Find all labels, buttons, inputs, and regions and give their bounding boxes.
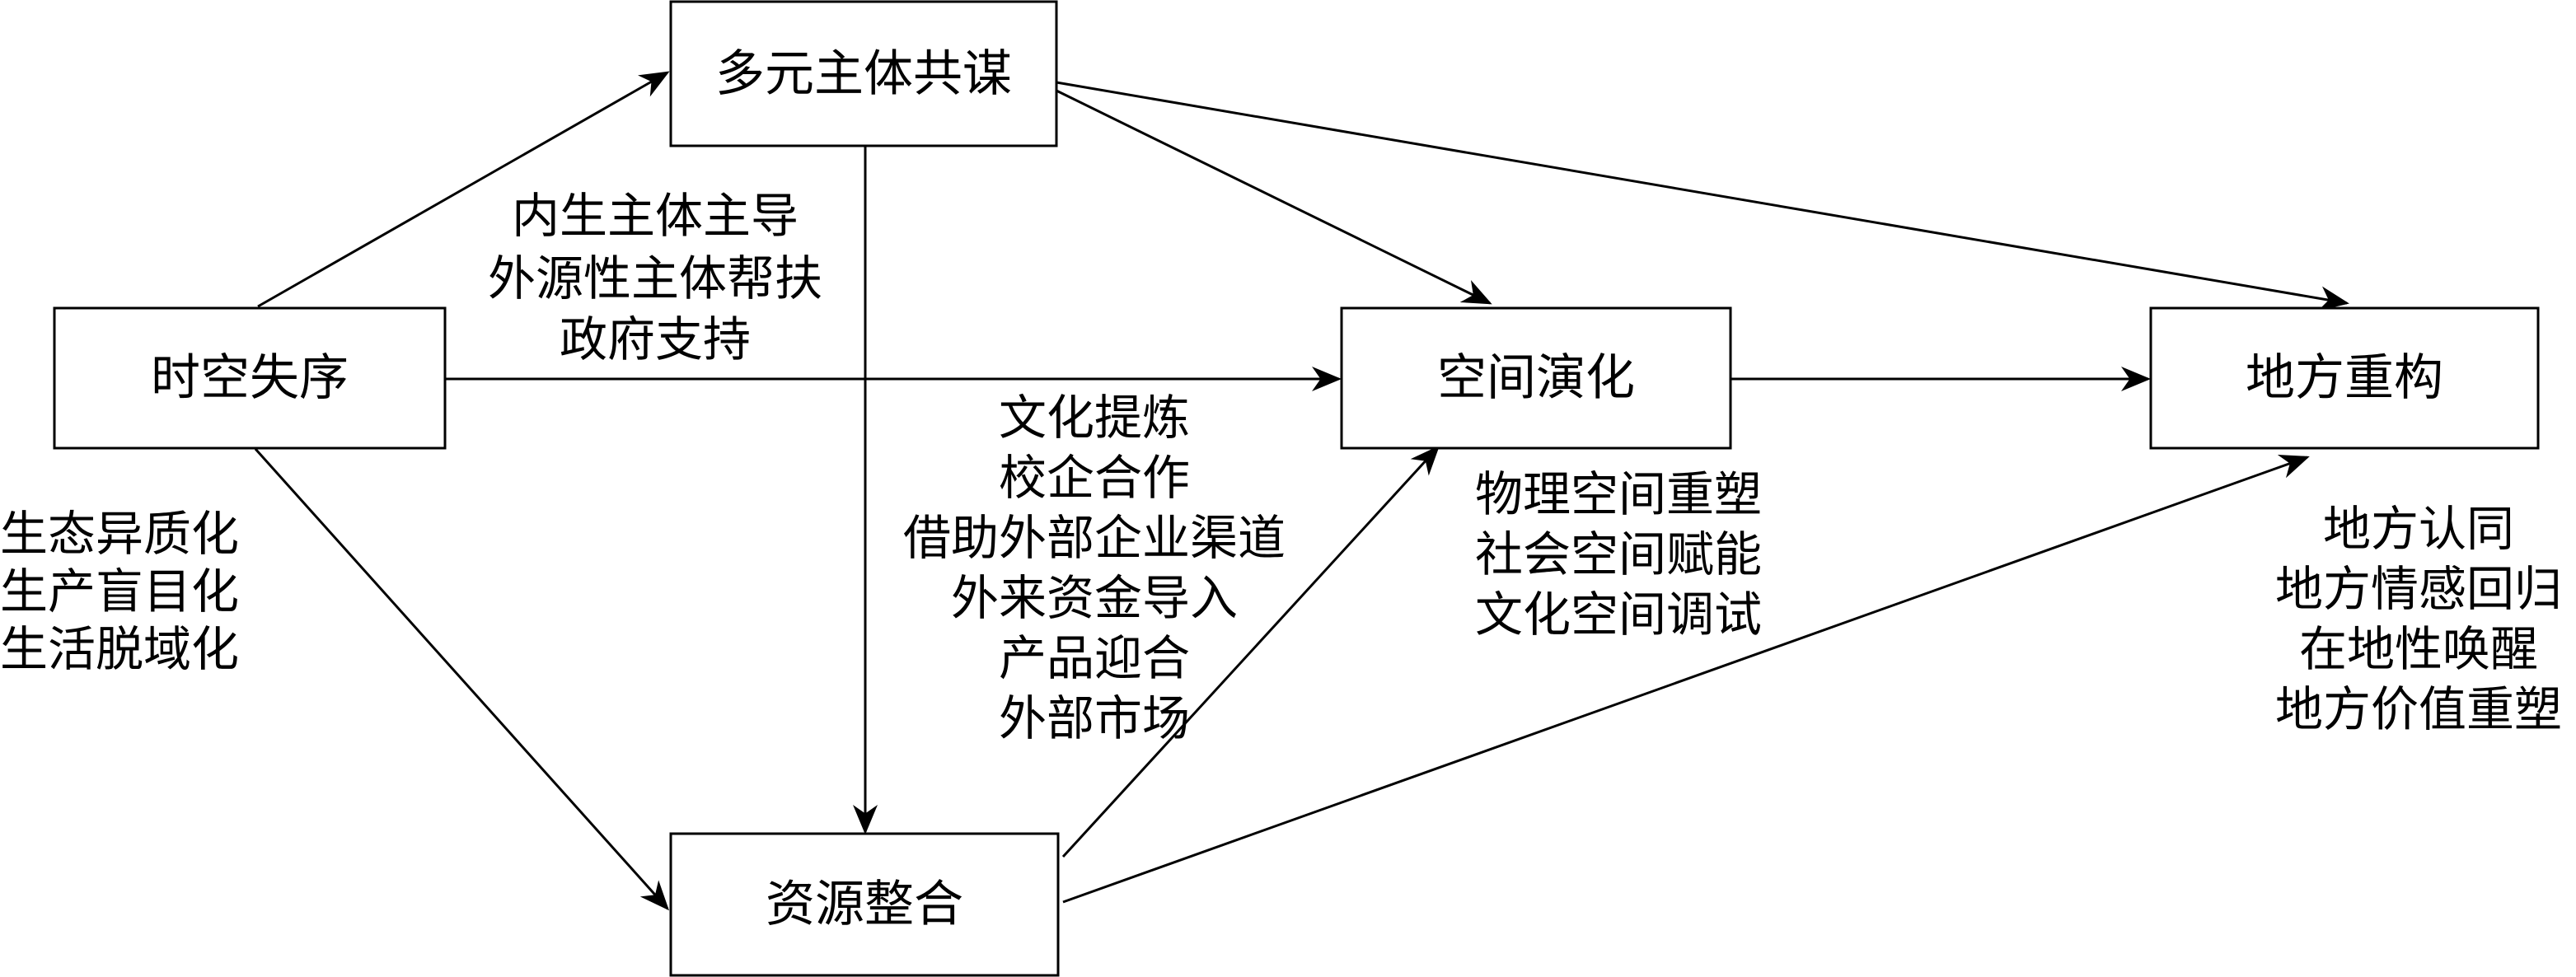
- node-disorder: 时空失序: [53, 306, 447, 450]
- node-label-disorder: 时空失序: [151, 349, 349, 407]
- node-label-resources: 资源整合: [766, 876, 963, 933]
- note-line: 外源性主体帮扶: [488, 250, 822, 306]
- node-label-place: 地方重构: [2246, 349, 2443, 407]
- edge-resources-to-place: [1062, 454, 2310, 904]
- note-line: 物理空间重塑: [1475, 466, 1762, 522]
- note-line: 社会空间赋能: [1475, 526, 1762, 582]
- edge-disorder-to-resources: [254, 447, 670, 911]
- note-line: 地方认同: [2323, 501, 2514, 557]
- note-line: 地方价值重塑: [2275, 681, 2562, 737]
- notes-resources: 文化提炼 校企合作 借助外部企业渠道 外来资金导入 产品迎合 外部市场: [903, 390, 1286, 746]
- note-line: 在地性唤醒: [2299, 621, 2538, 677]
- edge-disorder-to-actors: [257, 71, 670, 308]
- node-spatial: 空间演化: [1340, 306, 1732, 450]
- note-line: 文化空间调试: [1475, 587, 1762, 643]
- notes-disorder: 生态异质化 生产盲目化 生活脱域化: [0, 506, 239, 677]
- node-place: 地方重构: [2149, 306, 2540, 450]
- edge-actors-to-place: [1056, 81, 2349, 311]
- notes-spatial: 物理空间重塑 社会空间赋能 文化空间调试: [1475, 466, 1762, 643]
- note-line: 借助外部企业渠道: [903, 510, 1286, 566]
- notes-actors: 内生主体主导 外源性主体帮扶 政府支持: [488, 188, 822, 367]
- note-line: 产品迎合: [999, 630, 1190, 686]
- note-line: 内生主体主导: [512, 188, 799, 244]
- notes-place: 地方认同 地方情感回归 在地性唤醒 地方价值重塑: [2275, 501, 2562, 737]
- node-actors: 多元主体共谋: [669, 0, 1058, 147]
- edge-resources-to-spatial: [1061, 445, 1440, 858]
- note-line: 外部市场: [999, 690, 1190, 746]
- edges: [254, 71, 2349, 911]
- note-line: 生态异质化: [0, 506, 239, 562]
- note-line: 文化提炼: [999, 390, 1190, 446]
- node-resources: 资源整合: [669, 832, 1060, 977]
- note-line: 生活脱域化: [0, 621, 239, 677]
- note-line: 校企合作: [999, 450, 1190, 506]
- node-label-actors: 多元主体共谋: [715, 45, 1012, 103]
- note-line: 生产盲目化: [0, 563, 239, 619]
- note-line: 政府支持: [560, 311, 751, 367]
- note-line: 外来资金导入: [951, 570, 1238, 626]
- note-line: 地方情感回归: [2275, 561, 2562, 617]
- edge-actors-to-spatial: [1056, 89, 1492, 305]
- node-label-spatial: 空间演化: [1437, 349, 1635, 407]
